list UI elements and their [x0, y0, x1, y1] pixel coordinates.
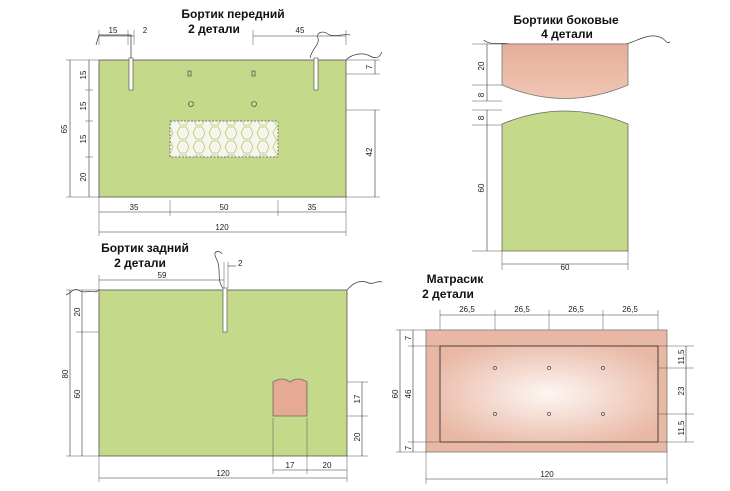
- side-dim-bottom-60: 60: [477, 183, 486, 192]
- front-dim-left-total: 65: [60, 124, 69, 133]
- side-title-line1: Бортики боковые: [513, 13, 619, 27]
- mattress-title-line1: Матрасик: [427, 272, 485, 286]
- back-panel-group: Бортик задний 2 детали 59 2 20 60 80 17 …: [61, 241, 383, 482]
- mattress-dim-left-7a: 7: [404, 335, 413, 340]
- mattress-dim-top-b: 26,5: [514, 305, 530, 314]
- side-panel-bottom: [501, 110, 629, 252]
- mattress-dim-top-d: 26,5: [622, 305, 638, 314]
- mattress-dim-right-115a: 11,5: [677, 349, 686, 365]
- front-thread-corner: [345, 51, 383, 61]
- back-thread-left: [65, 289, 100, 296]
- mattress-dim-right-23: 23: [677, 386, 686, 395]
- mattress-group: Матрасик 2 детали 26,5 26,5 26,5 26,5 7 …: [391, 272, 694, 484]
- mattress-tuft: [601, 412, 605, 416]
- back-slit: [222, 287, 228, 333]
- front-thread-left: [95, 34, 132, 58]
- mattress-tuft: [547, 366, 551, 370]
- back-dim-top-59: 59: [158, 271, 167, 280]
- front-dim-right-7: 7: [365, 64, 374, 69]
- side-thread: [483, 35, 671, 45]
- mattress-dim-top-a: 26,5: [459, 305, 475, 314]
- mattress-dim-left-46: 46: [404, 389, 413, 398]
- front-mesh-window: [169, 120, 279, 158]
- front-dim-bottom-total: 120: [215, 223, 229, 232]
- mattress-dim-right-115b: 11,5: [677, 420, 686, 436]
- back-dim-left-60: 60: [73, 389, 82, 398]
- side-title-line2: 4 детали: [541, 27, 593, 41]
- front-title-line2: 2 детали: [188, 22, 240, 36]
- mattress-title-line2: 2 детали: [422, 287, 474, 301]
- side-dim-bottom-8: 8: [477, 115, 486, 120]
- front-slit-right: [313, 57, 319, 91]
- back-thread-top: [214, 251, 224, 289]
- front-dim-top-45: 45: [296, 26, 305, 35]
- front-dim-right-42: 42: [365, 147, 374, 156]
- mattress-dim-left-7b: 7: [404, 445, 413, 450]
- back-dim-left-total: 80: [61, 369, 70, 378]
- front-slit-left: [128, 57, 134, 91]
- front-dim-left-20: 20: [79, 172, 88, 181]
- mattress-tuft: [547, 412, 551, 416]
- front-thread-right: [309, 31, 351, 59]
- back-dim-top-2: 2: [238, 259, 243, 268]
- back-pocket: [272, 378, 308, 417]
- front-dim-top-15: 15: [109, 26, 118, 35]
- front-dim-left-15a: 15: [79, 70, 88, 79]
- front-dim-top-2: 2: [143, 26, 148, 35]
- front-dim-left-15b: 15: [79, 101, 88, 110]
- back-dim-bottom-17: 17: [286, 461, 295, 470]
- back-title-line1: Бортик задний: [101, 241, 189, 255]
- front-dim-left-15c: 15: [79, 134, 88, 143]
- mattress-dim-top-c: 26,5: [568, 305, 584, 314]
- front-dim-bottom-35a: 35: [130, 203, 139, 212]
- front-button-2: [251, 101, 257, 107]
- back-thread-right: [346, 281, 383, 291]
- front-panel-group: Бортик передний 2 детали 15 2 45: [60, 7, 383, 236]
- front-dim-bottom-35b: 35: [308, 203, 317, 212]
- back-dim-bottom-total: 120: [216, 469, 230, 478]
- mattress-inner: [439, 345, 659, 443]
- back-dim-bottom-20: 20: [323, 461, 332, 470]
- back-title-line2: 2 детали: [114, 256, 166, 270]
- front-button-1: [188, 101, 194, 107]
- side-dim-top-8: 8: [477, 92, 486, 97]
- mattress-tuft: [493, 366, 497, 370]
- front-dim-bottom-50: 50: [220, 203, 229, 212]
- side-dim-top-20: 20: [477, 61, 486, 70]
- mattress-dim-left-total: 60: [391, 389, 400, 398]
- side-panel-top: [501, 43, 629, 99]
- front-hole-1: [187, 70, 192, 77]
- side-panel-group: Бортики боковые 4 детали 20 8 8 60 60: [472, 13, 671, 272]
- mattress-tuft: [601, 366, 605, 370]
- back-dim-right-20: 20: [353, 432, 362, 441]
- side-dim-width: 60: [561, 263, 570, 272]
- mattress-tuft: [493, 412, 497, 416]
- front-title-line1: Бортик передний: [181, 7, 284, 21]
- back-dim-left-20: 20: [73, 307, 82, 316]
- back-dim-right-17: 17: [353, 394, 362, 403]
- mattress-dim-bottom-total: 120: [540, 470, 554, 479]
- front-hole-2: [251, 70, 256, 77]
